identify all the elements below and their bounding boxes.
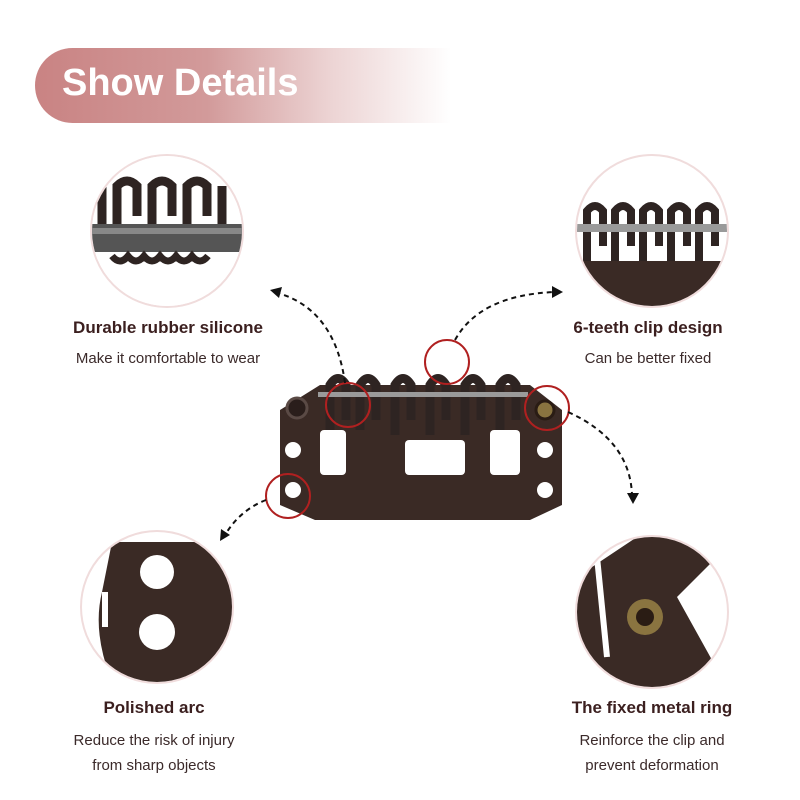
highlight-circles: [265, 339, 570, 519]
feature-description: Make it comfortable to wear: [75, 350, 261, 367]
feature-title: Polished arc: [103, 698, 205, 717]
feature-description: prevent deformation: [585, 757, 719, 774]
clip-holes: [285, 430, 553, 498]
feature-description: Reinforce the clip and: [579, 732, 725, 749]
clip-teeth: [325, 374, 521, 435]
section-banner: Show Details: [35, 48, 525, 123]
silicone-closeup-image: [92, 156, 242, 306]
feature-description: Can be better fixed: [584, 350, 712, 367]
arc-closeup-image: [98, 542, 232, 682]
feature-title: The fixed metal ring: [571, 698, 733, 717]
dashed-arrows: [224, 291, 633, 536]
feature-description: Reduce the risk of injury: [73, 732, 235, 749]
feature-title: 6-teeth clip design: [573, 318, 723, 337]
arrow-heads: [220, 286, 639, 541]
detail-image-polished-arc: [80, 530, 234, 684]
section-title: Show Details: [62, 62, 299, 104]
detail-image-rubber-silicone: [90, 154, 244, 308]
ring-closeup-image: [577, 537, 727, 687]
feature-description: from sharp objects: [92, 757, 216, 774]
detail-image-metal-ring: [575, 535, 729, 689]
feature-title: Durable rubber silicone: [73, 318, 263, 337]
